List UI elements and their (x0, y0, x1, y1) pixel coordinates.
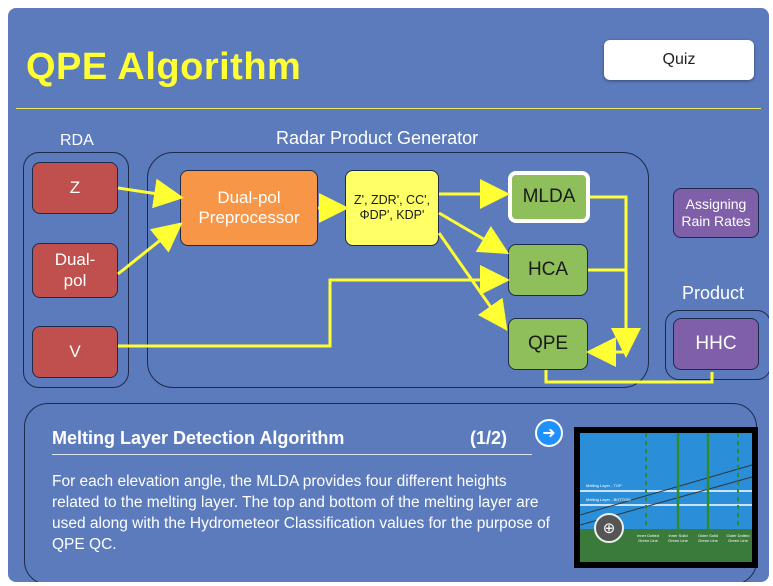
thumb-top-label: Melting Layer - TOP (586, 483, 622, 488)
next-page-button[interactable]: ➜ (535, 419, 563, 447)
input-z-label: Z (69, 177, 81, 197)
hhc-box[interactable]: HHC (673, 318, 759, 370)
assigning-rain-rates-label: Assigning Rain Rates (681, 196, 751, 229)
thumb-line-label: Inner Dotted Green Line (636, 533, 659, 543)
preprocessor-box[interactable]: Dual-pol Preprocessor (180, 170, 318, 246)
hhc-label: HHC (695, 332, 737, 354)
quiz-button[interactable]: Quiz (604, 40, 754, 80)
panel-body-text: For each elevation angle, the MLDA provi… (52, 473, 550, 554)
panel-title: Melting Layer Detection Algorithm (52, 428, 345, 448)
variables-label: Z', ZDR', CC', ΦDP', KDP' (354, 193, 430, 222)
thumb-line-label: Outer Dotted Green Line (726, 533, 750, 543)
thumb-line-label: Outer Solid Green Line (697, 533, 718, 543)
page-indicator: (1/2) (470, 428, 508, 448)
panel-divider (52, 454, 532, 455)
input-v-label: V (69, 341, 81, 361)
arrow-right-icon: ➜ (542, 425, 556, 442)
mlda-box[interactable]: MLDA (508, 171, 590, 223)
mlda-label: MLDA (522, 185, 576, 207)
qpe-label: QPE (527, 332, 569, 354)
slide: QPE Algorithm Quiz RDA Radar Product Gen… (8, 8, 769, 582)
hca-box[interactable]: HCA (508, 244, 588, 296)
title-divider (16, 108, 761, 109)
variables-box[interactable]: Z', ZDR', CC', ΦDP', KDP' (345, 170, 439, 246)
product-group (665, 310, 769, 380)
thumbnail-image[interactable]: Melting Layer - TOP Melting Layer - BOTT… (574, 427, 758, 568)
page-title: QPE Algorithm (26, 46, 302, 88)
qpe-box[interactable]: QPE (508, 318, 588, 370)
rda-label: RDA (60, 132, 94, 149)
magnifier-plus-icon: ⊕ (602, 520, 616, 537)
preprocessor-label: Dual-pol Preprocessor (198, 187, 300, 227)
input-dualpol-box[interactable]: Dual- pol (32, 243, 118, 298)
rpg-label: Radar Product Generator (276, 128, 479, 148)
hca-label: HCA (527, 258, 569, 280)
thumb-line-label: Inner Solid Green Line (668, 533, 688, 543)
input-dualpol-label: Dual- pol (54, 250, 96, 290)
input-z-box[interactable]: Z (32, 162, 118, 214)
thumb-bottom-label: Melting Layer - BOTTOM (586, 497, 631, 502)
product-label: Product (682, 283, 745, 303)
assigning-rain-rates-box[interactable]: Assigning Rain Rates (673, 188, 759, 238)
input-v-box[interactable]: V (32, 326, 118, 378)
zoom-button[interactable]: ⊕ (594, 513, 624, 543)
